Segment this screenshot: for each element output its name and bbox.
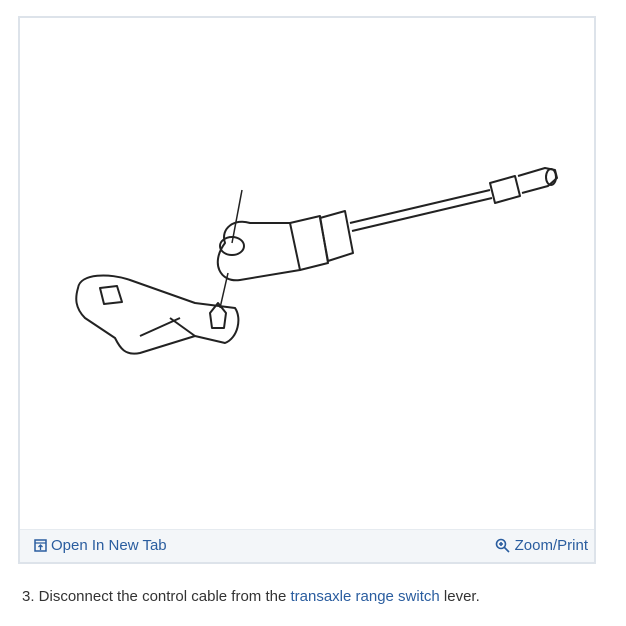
step-caption: 3. Disconnect the control cable from the… — [22, 588, 480, 605]
transaxle-range-switch-link[interactable]: transaxle range switch — [290, 588, 440, 605]
figure-frame: Open In New Tab Zoom/Print — [18, 16, 596, 564]
zoom-print-link[interactable]: Zoom/Print — [495, 537, 588, 554]
magnifier-plus-icon — [495, 538, 510, 553]
open-in-new-tab-link[interactable]: Open In New Tab — [34, 537, 167, 554]
open-in-new-tab-icon — [34, 539, 47, 552]
figure-toolbar: Open In New Tab Zoom/Print — [20, 529, 594, 562]
zoom-print-label: Zoom/Print — [514, 537, 588, 554]
caption-prefix: 3. Disconnect the control cable from the — [22, 588, 291, 605]
control-cable-diagram — [75, 167, 558, 355]
open-in-new-tab-label: Open In New Tab — [51, 537, 167, 554]
caption-suffix: lever. — [439, 588, 480, 605]
